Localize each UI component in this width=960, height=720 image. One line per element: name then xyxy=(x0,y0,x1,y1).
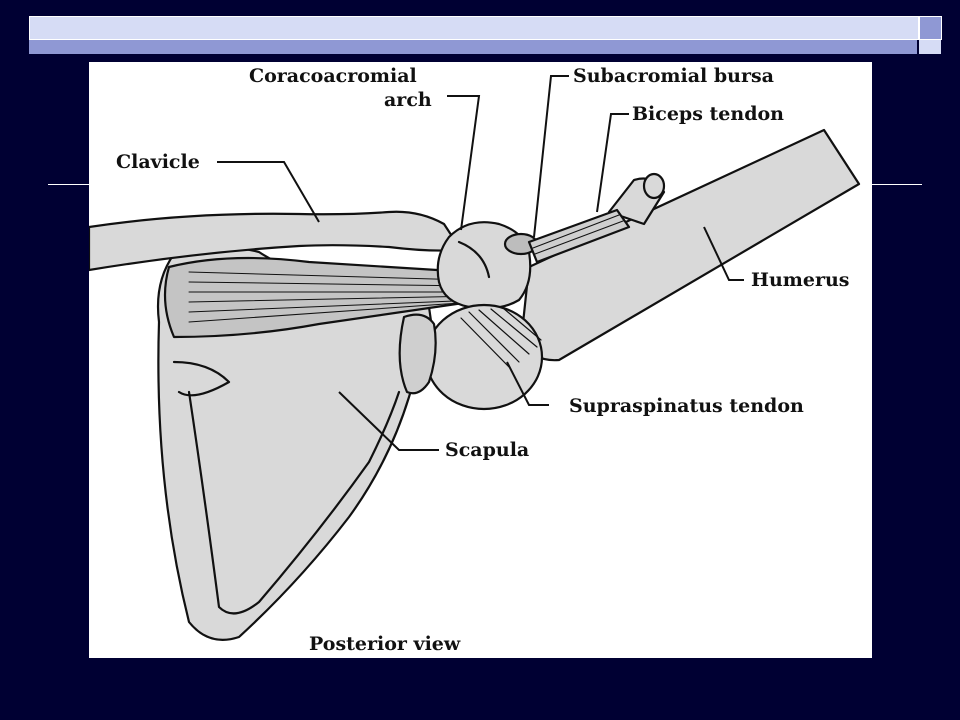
label-coracoacromial-line1: Coracoacromial xyxy=(249,65,417,87)
corner-square-accent xyxy=(919,40,941,54)
label-scapula: Scapula xyxy=(445,439,529,461)
label-biceps-tendon: Biceps tendon xyxy=(632,103,784,125)
divider-left xyxy=(48,184,90,185)
label-supraspinatus-tendon: Supraspinatus tendon xyxy=(569,395,804,417)
shoulder-diagram-svg: Coracoacromial arch Subacromial bursa Bi… xyxy=(89,65,861,655)
biceps-tendon-end xyxy=(642,172,666,200)
biceps-tendon-band xyxy=(527,208,631,264)
divider-right xyxy=(872,184,922,185)
humeral-head xyxy=(424,303,544,411)
label-humerus: Humerus xyxy=(751,269,849,291)
supraspinatus-tendon-fibers xyxy=(460,307,542,368)
slide-title-bar xyxy=(29,16,919,40)
acromion-shoulder-edge xyxy=(457,240,491,279)
leader-lines xyxy=(217,75,744,451)
biceps-fibers xyxy=(532,214,624,255)
slide-title-bar-accent xyxy=(29,40,917,54)
glenoid xyxy=(398,313,437,395)
muscle-fibers xyxy=(188,271,480,323)
label-clavicle: Clavicle xyxy=(116,151,200,173)
shoulder-anatomy-figure: Coracoacromial arch Subacromial bursa Bi… xyxy=(89,62,872,658)
label-coracoacromial-line2: arch xyxy=(384,89,432,111)
corner-square xyxy=(919,16,942,40)
label-subacromial-bursa: Subacromial bursa xyxy=(573,65,774,87)
label-posterior-view: Posterior view xyxy=(309,633,461,655)
scapula-inner-contour xyxy=(172,360,401,615)
